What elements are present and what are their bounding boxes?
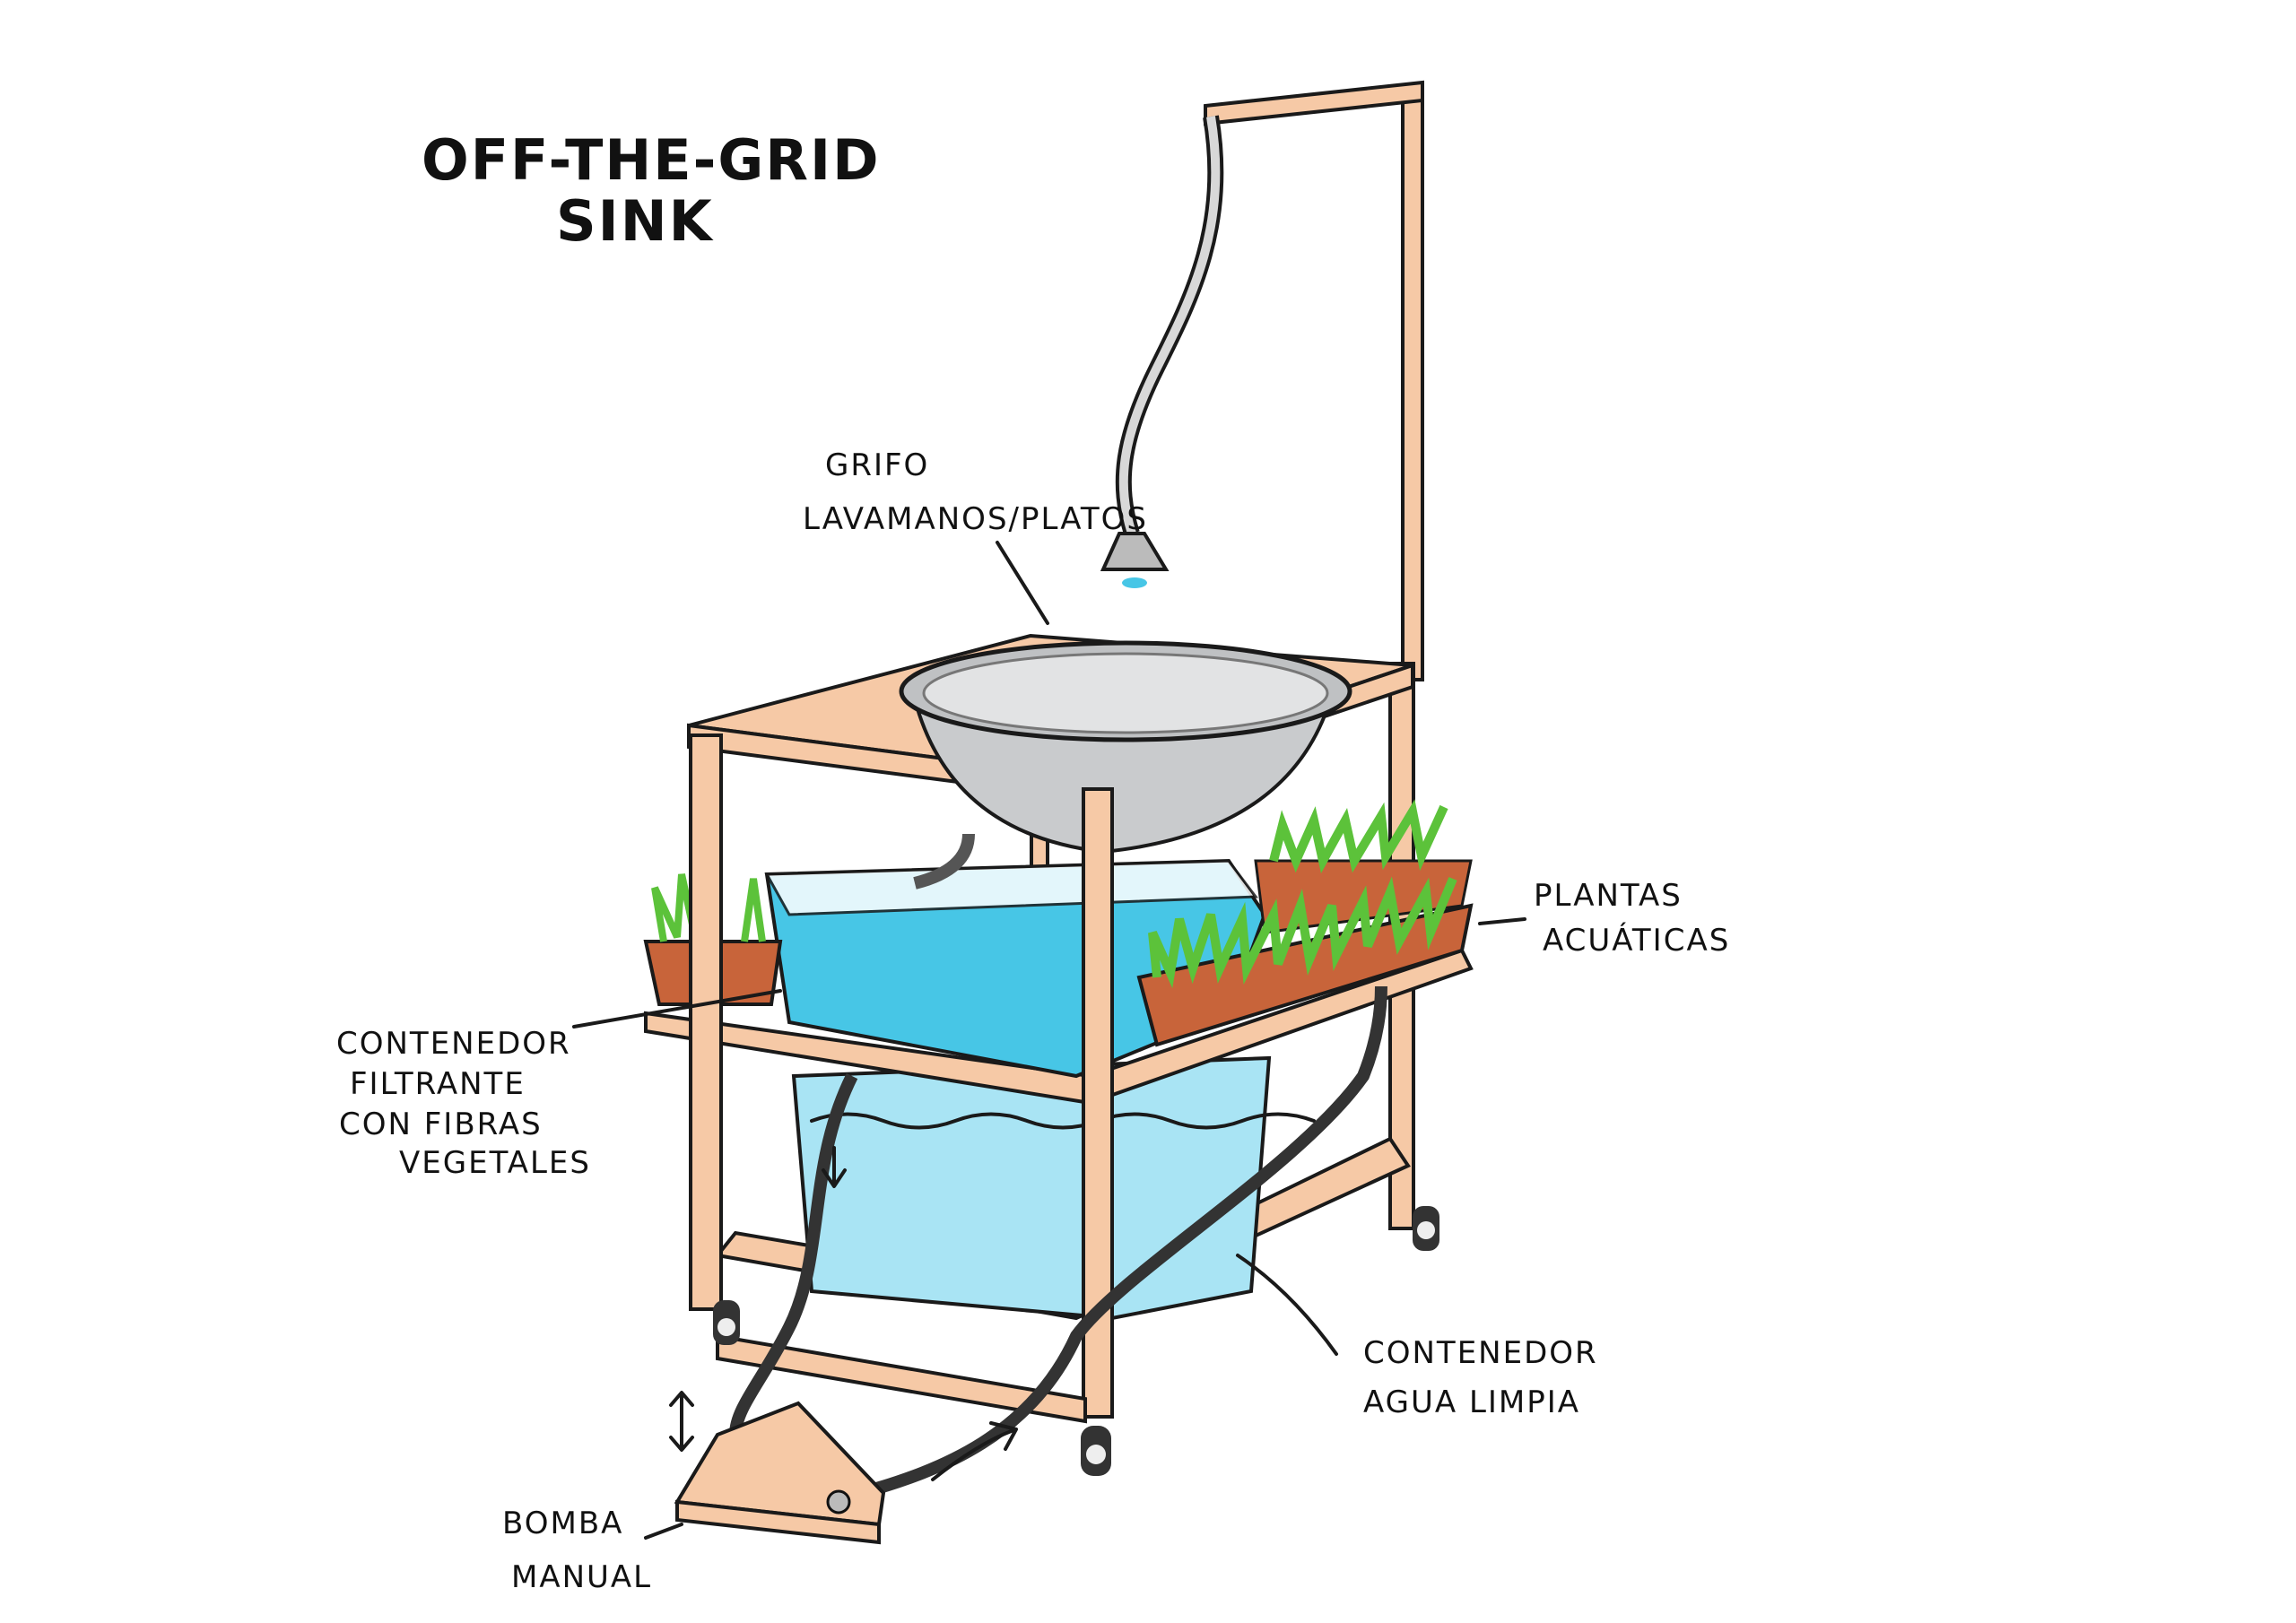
wheel-icon — [1081, 1426, 1111, 1476]
flow-arrow-down — [822, 1146, 847, 1188]
plants-leader-line — [1478, 917, 1526, 925]
faucet-leader-line — [996, 541, 1049, 625]
faucet-pole — [1204, 80, 1424, 681]
clean-leader-line — [1236, 1254, 1338, 1356]
wheel-icon — [713, 1300, 740, 1345]
filter-label-line-3: CON FIBRAS — [339, 1107, 543, 1142]
title-line-2: SINK — [556, 188, 714, 254]
title-line-1: OFF-THE-GRID — [422, 127, 881, 193]
faucet-hose — [1115, 115, 1224, 536]
faucet-label-line-2: LAVAMANOS/PLATOS — [803, 501, 1148, 537]
clean-label-line-1: CONTENEDOR — [1363, 1335, 1598, 1371]
manual-pump-pedal — [674, 1401, 886, 1545]
leg-front-left — [689, 733, 723, 1311]
filter-container — [764, 833, 1267, 1079]
wheel-icon — [1413, 1206, 1439, 1251]
pump-leader-line — [644, 1523, 683, 1540]
sink-basin — [899, 640, 1352, 855]
clean-label-line-2: AGUA LIMPIA — [1363, 1384, 1580, 1420]
flow-arrow-right — [931, 1421, 1018, 1481]
right-planter — [1136, 799, 1474, 1047]
plants-label-line-1: PLANTAS — [1534, 878, 1683, 914]
filter-label-line-4: VEGETALES — [399, 1145, 591, 1181]
faucet-head — [1100, 532, 1170, 571]
pump-label-line-1: BOMBA — [502, 1506, 623, 1541]
filter-label-line-2: FILTRANTE — [350, 1066, 526, 1102]
pump-label-line-2: MANUAL — [511, 1559, 652, 1595]
filter-leader-line — [572, 989, 782, 1028]
filter-label-line-1: CONTENEDOR — [336, 1026, 571, 1062]
water-drop — [1122, 577, 1147, 588]
pump-hose-out — [859, 985, 1387, 1499]
inlet-pipe — [913, 833, 975, 890]
plants-label-line-2: ACUÁTICAS — [1543, 922, 1730, 959]
bottom-front-rail — [716, 1333, 1087, 1424]
pump-stroke-arrow — [669, 1391, 694, 1452]
faucet-label-line-1: GRIFO — [825, 447, 929, 483]
pump-hose-in — [729, 1072, 858, 1436]
